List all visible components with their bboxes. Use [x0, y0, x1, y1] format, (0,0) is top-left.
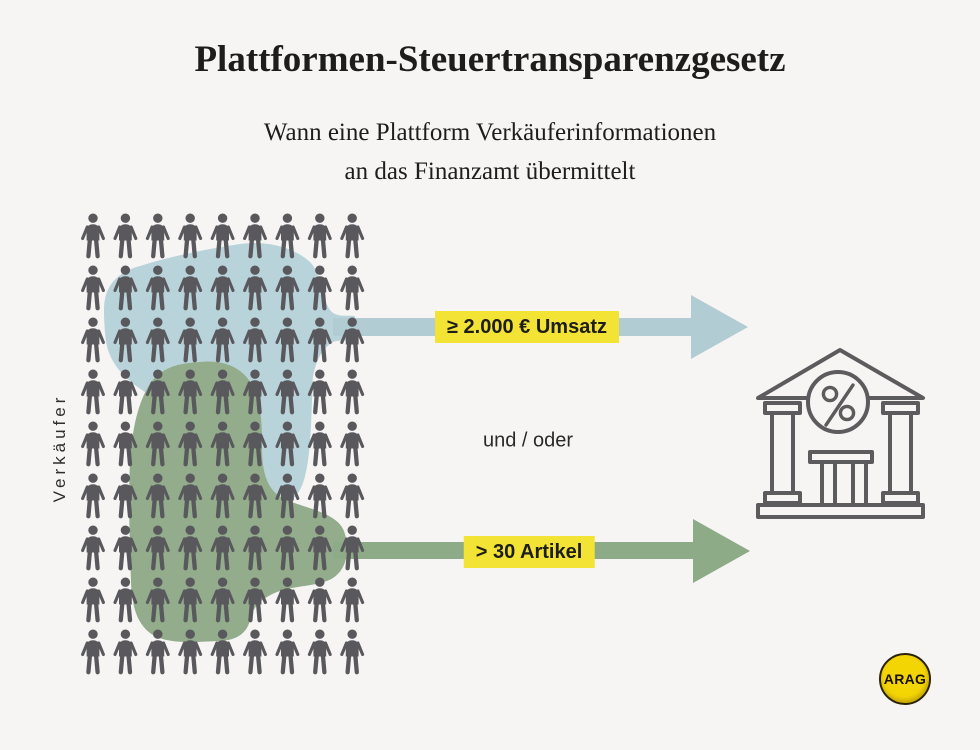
- person-icon: [115, 214, 136, 257]
- person-icon: [83, 214, 104, 257]
- arag-logo-text: ARAG: [883, 671, 927, 687]
- bank-building-percent-icon: [756, 348, 925, 519]
- person-icon: [83, 474, 104, 517]
- person-icon: [309, 630, 330, 673]
- person-icon: [115, 630, 136, 673]
- person-icon: [342, 474, 363, 517]
- person-icon: [342, 266, 363, 309]
- subtitle-line-2: an das Finanzamt übermittelt: [344, 158, 636, 185]
- person-icon: [147, 214, 168, 257]
- page-title: Plattformen-Steuertransparenzgesetz: [194, 39, 786, 80]
- person-icon: [309, 422, 330, 465]
- and-or-connector-label: und / oder: [482, 429, 574, 452]
- sellers-axis-label: Verkäufer: [50, 393, 69, 503]
- person-icon: [277, 630, 298, 673]
- arag-logo: ARAG: [879, 653, 931, 705]
- person-icon: [342, 630, 363, 673]
- person-icon: [83, 422, 104, 465]
- right-column: [881, 401, 920, 505]
- person-icon: [83, 526, 104, 569]
- left-column: [763, 401, 802, 505]
- articles-condition-label: > 30 Artikel: [463, 536, 595, 568]
- percent-icon: [821, 383, 856, 427]
- person-icon: [83, 318, 104, 361]
- person-icon: [309, 214, 330, 257]
- person-icon: [342, 370, 363, 413]
- people-grid: [83, 214, 363, 673]
- entrance-podium: [808, 450, 874, 507]
- person-icon: [83, 630, 104, 673]
- person-icon: [83, 370, 104, 413]
- person-icon: [342, 214, 363, 257]
- building-base: [756, 503, 925, 519]
- person-icon: [83, 578, 104, 621]
- person-icon: [83, 266, 104, 309]
- person-icon: [342, 422, 363, 465]
- percent-badge: [806, 370, 870, 434]
- revenue-condition-label: ≥ 2.000 € Umsatz: [435, 311, 619, 343]
- articles-group-blob: [129, 361, 348, 643]
- subtitle-line-1: Wann eine Plattform Verkäuferinformation…: [263, 119, 717, 146]
- page-subtitle: Wann eine Plattform Verkäuferinformation…: [0, 113, 980, 191]
- person-icon: [245, 630, 266, 673]
- person-icon: [342, 578, 363, 621]
- person-icon: [180, 214, 201, 257]
